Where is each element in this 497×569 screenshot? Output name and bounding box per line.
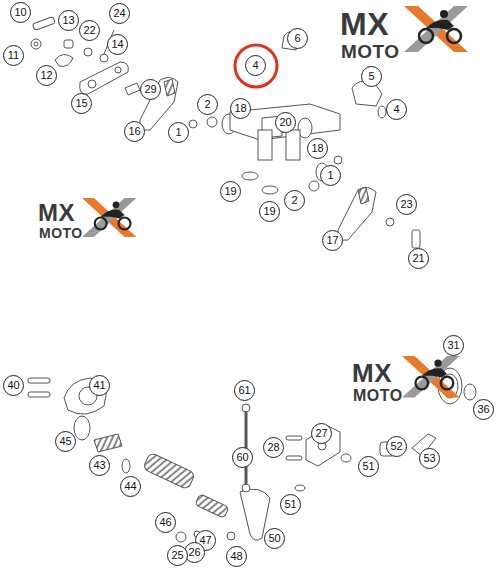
callout-number: 60 [232,447,253,468]
callout-number: 53 [419,448,440,469]
callout-number: 11 [3,45,24,66]
callout-number: 51 [358,456,379,477]
watermark-text: MOTO [39,226,83,240]
callout-number: 50 [264,528,285,549]
callout-number: 36 [473,399,494,420]
callout-number: 52 [386,436,407,457]
callout-number: 44 [120,476,141,497]
callout-number: 45 [55,431,76,452]
highlight-ring [235,45,277,87]
callout-number: 23 [396,194,417,215]
callout-number: 51 [280,494,301,515]
callout-number: 46 [155,512,176,533]
callout-number: 24 [109,3,130,24]
callout-number: 12 [36,65,57,86]
callout-number: 4 [245,55,266,76]
callout-number: 22 [79,20,100,41]
callout-number: 13 [58,10,79,31]
callout-number: 29 [140,79,161,100]
callout-number: 1 [168,122,189,143]
callout-number: 27 [311,423,332,444]
callout-number: 17 [322,230,343,251]
callout-number: 19 [220,181,241,202]
logo-mark [404,6,468,52]
callout-number: 10 [10,2,31,23]
callout-number: 25 [167,545,188,566]
callout-number: 6 [287,28,308,49]
callout-number: 14 [107,34,128,55]
callout-number: 18 [230,98,251,119]
callout-number: 21 [408,248,429,269]
callout-number: 31 [443,335,464,356]
callout-number: 18 [307,138,328,159]
callout-number: 4 [386,99,407,120]
callout-number: 2 [284,190,305,211]
callout-number: 41 [89,375,110,396]
logo-mark [402,356,460,397]
watermark-text: MX [38,201,75,225]
callout-number: 48 [226,546,247,567]
callout-number: 28 [263,437,284,458]
callout-number: 61 [234,380,255,401]
callout-number: 16 [124,121,145,142]
callout-number: 43 [89,455,110,476]
watermark-text: MOTO [341,42,400,61]
logo-mark [82,198,136,237]
watermark-text: MX [340,8,389,40]
watermark-text: MX [352,360,392,386]
watermark-text: MOTO [353,388,403,404]
callout-number: 15 [71,93,92,114]
callout-number: 40 [3,375,24,396]
callout-number: 2 [197,94,218,115]
callout-number: 19 [259,201,280,222]
callout-number: 20 [275,112,296,133]
callout-number: 1 [320,165,341,186]
callout-number: 5 [361,66,382,87]
